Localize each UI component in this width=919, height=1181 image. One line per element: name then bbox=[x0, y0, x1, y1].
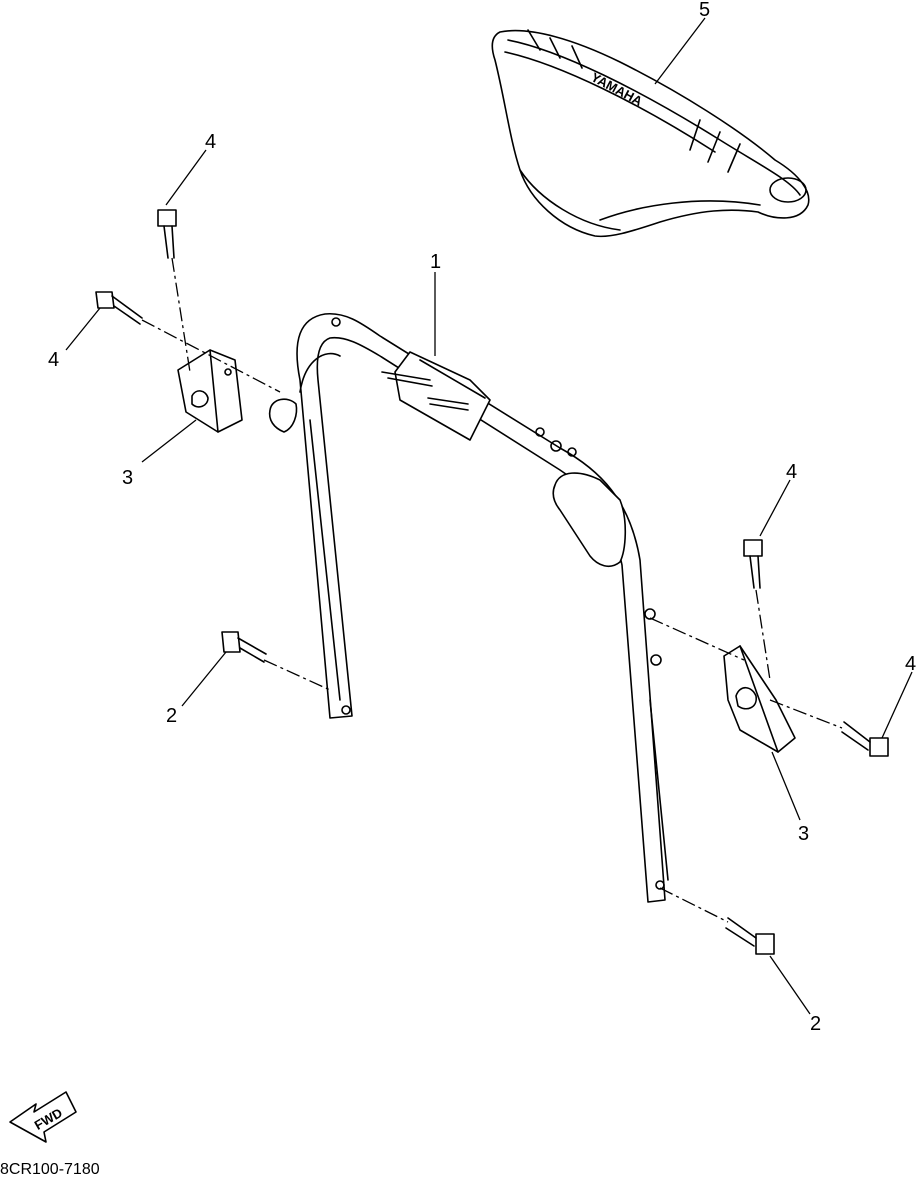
left-bracket bbox=[177, 349, 243, 433]
callout-2-right: 2 bbox=[810, 1013, 821, 1035]
left-clip bbox=[268, 398, 298, 433]
bolt-2-right bbox=[725, 917, 775, 955]
callout-1: 1 bbox=[430, 251, 441, 273]
diagram-code: 8CR100-7180 bbox=[0, 1161, 100, 1178]
callout-3-right: 3 bbox=[798, 823, 809, 845]
callout-3-left: 3 bbox=[122, 467, 133, 489]
right-bracket bbox=[723, 645, 796, 753]
bolt-4-top-right bbox=[743, 539, 763, 589]
bolt-2-left bbox=[221, 631, 267, 663]
handlebar-pad: YAMAHA bbox=[491, 29, 810, 238]
callout-4-top-right: 4 bbox=[786, 461, 797, 483]
callout-2-left: 2 bbox=[166, 705, 177, 727]
callout-4-right: 4 bbox=[905, 653, 916, 675]
handlebar bbox=[296, 312, 669, 903]
bolt-4-left bbox=[95, 291, 143, 325]
callout-5: 5 bbox=[699, 0, 710, 21]
bolt-4-top-left bbox=[157, 209, 177, 259]
callout-4-top-left: 4 bbox=[205, 131, 216, 153]
callout-4-left: 4 bbox=[48, 349, 59, 371]
bolt-4-right bbox=[841, 721, 889, 757]
fwd-arrow-icon: FWD bbox=[9, 1091, 77, 1143]
